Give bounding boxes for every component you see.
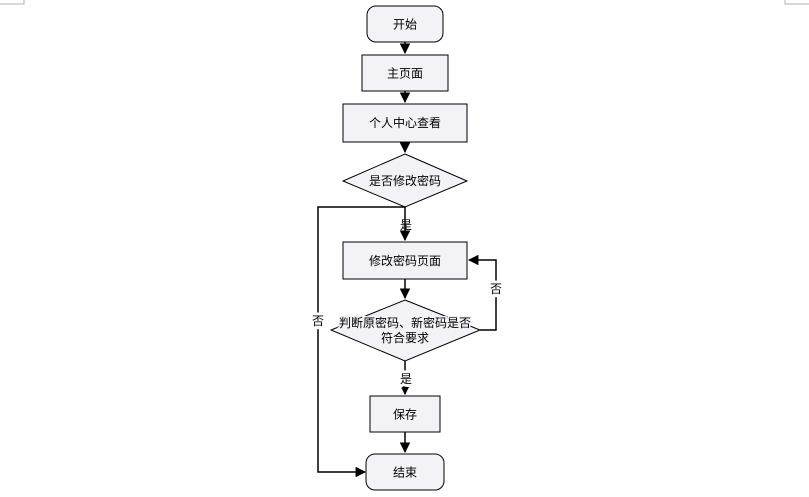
- node-end: 结束: [365, 453, 445, 491]
- node-personal-center: 个人中心查看: [342, 103, 468, 143]
- node-change-password-page-label: 修改密码页面: [369, 253, 441, 268]
- node-save-label: 保存: [393, 408, 417, 422]
- node-home: 主页面: [361, 54, 449, 92]
- edge-label-yes-2: 是: [400, 372, 412, 386]
- edge-decision1-no: [317, 206, 405, 478]
- node-home-label: 主页面: [387, 67, 423, 81]
- corner-mark-left: [0, 0, 25, 5]
- node-end-label: 结束: [393, 466, 417, 480]
- node-start-label: 开始: [393, 18, 417, 32]
- node-decision-change-password: 是否修改密码: [341, 153, 469, 208]
- edge-decision2-no: [467, 254, 497, 331]
- node-start: 开始: [366, 5, 444, 43]
- node-decision-validate-label-line2: 符合要求: [381, 330, 429, 345]
- node-decision-change-password-label: 是否修改密码: [369, 173, 441, 188]
- node-decision-validate-label-line1: 判断原密码、新密码是否: [339, 315, 471, 330]
- node-decision-validate: 判断原密码、新密码是否 符合要求: [329, 299, 482, 362]
- node-personal-center-label: 个人中心查看: [369, 115, 441, 130]
- edge-label-no-2: 否: [490, 282, 502, 296]
- node-change-password-page: 修改密码页面: [342, 241, 468, 280]
- edge-label-no-1: 否: [312, 314, 324, 328]
- corner-mark-right: [784, 0, 809, 5]
- node-save: 保存: [369, 395, 441, 433]
- edge-label-yes-1: 是: [400, 218, 412, 232]
